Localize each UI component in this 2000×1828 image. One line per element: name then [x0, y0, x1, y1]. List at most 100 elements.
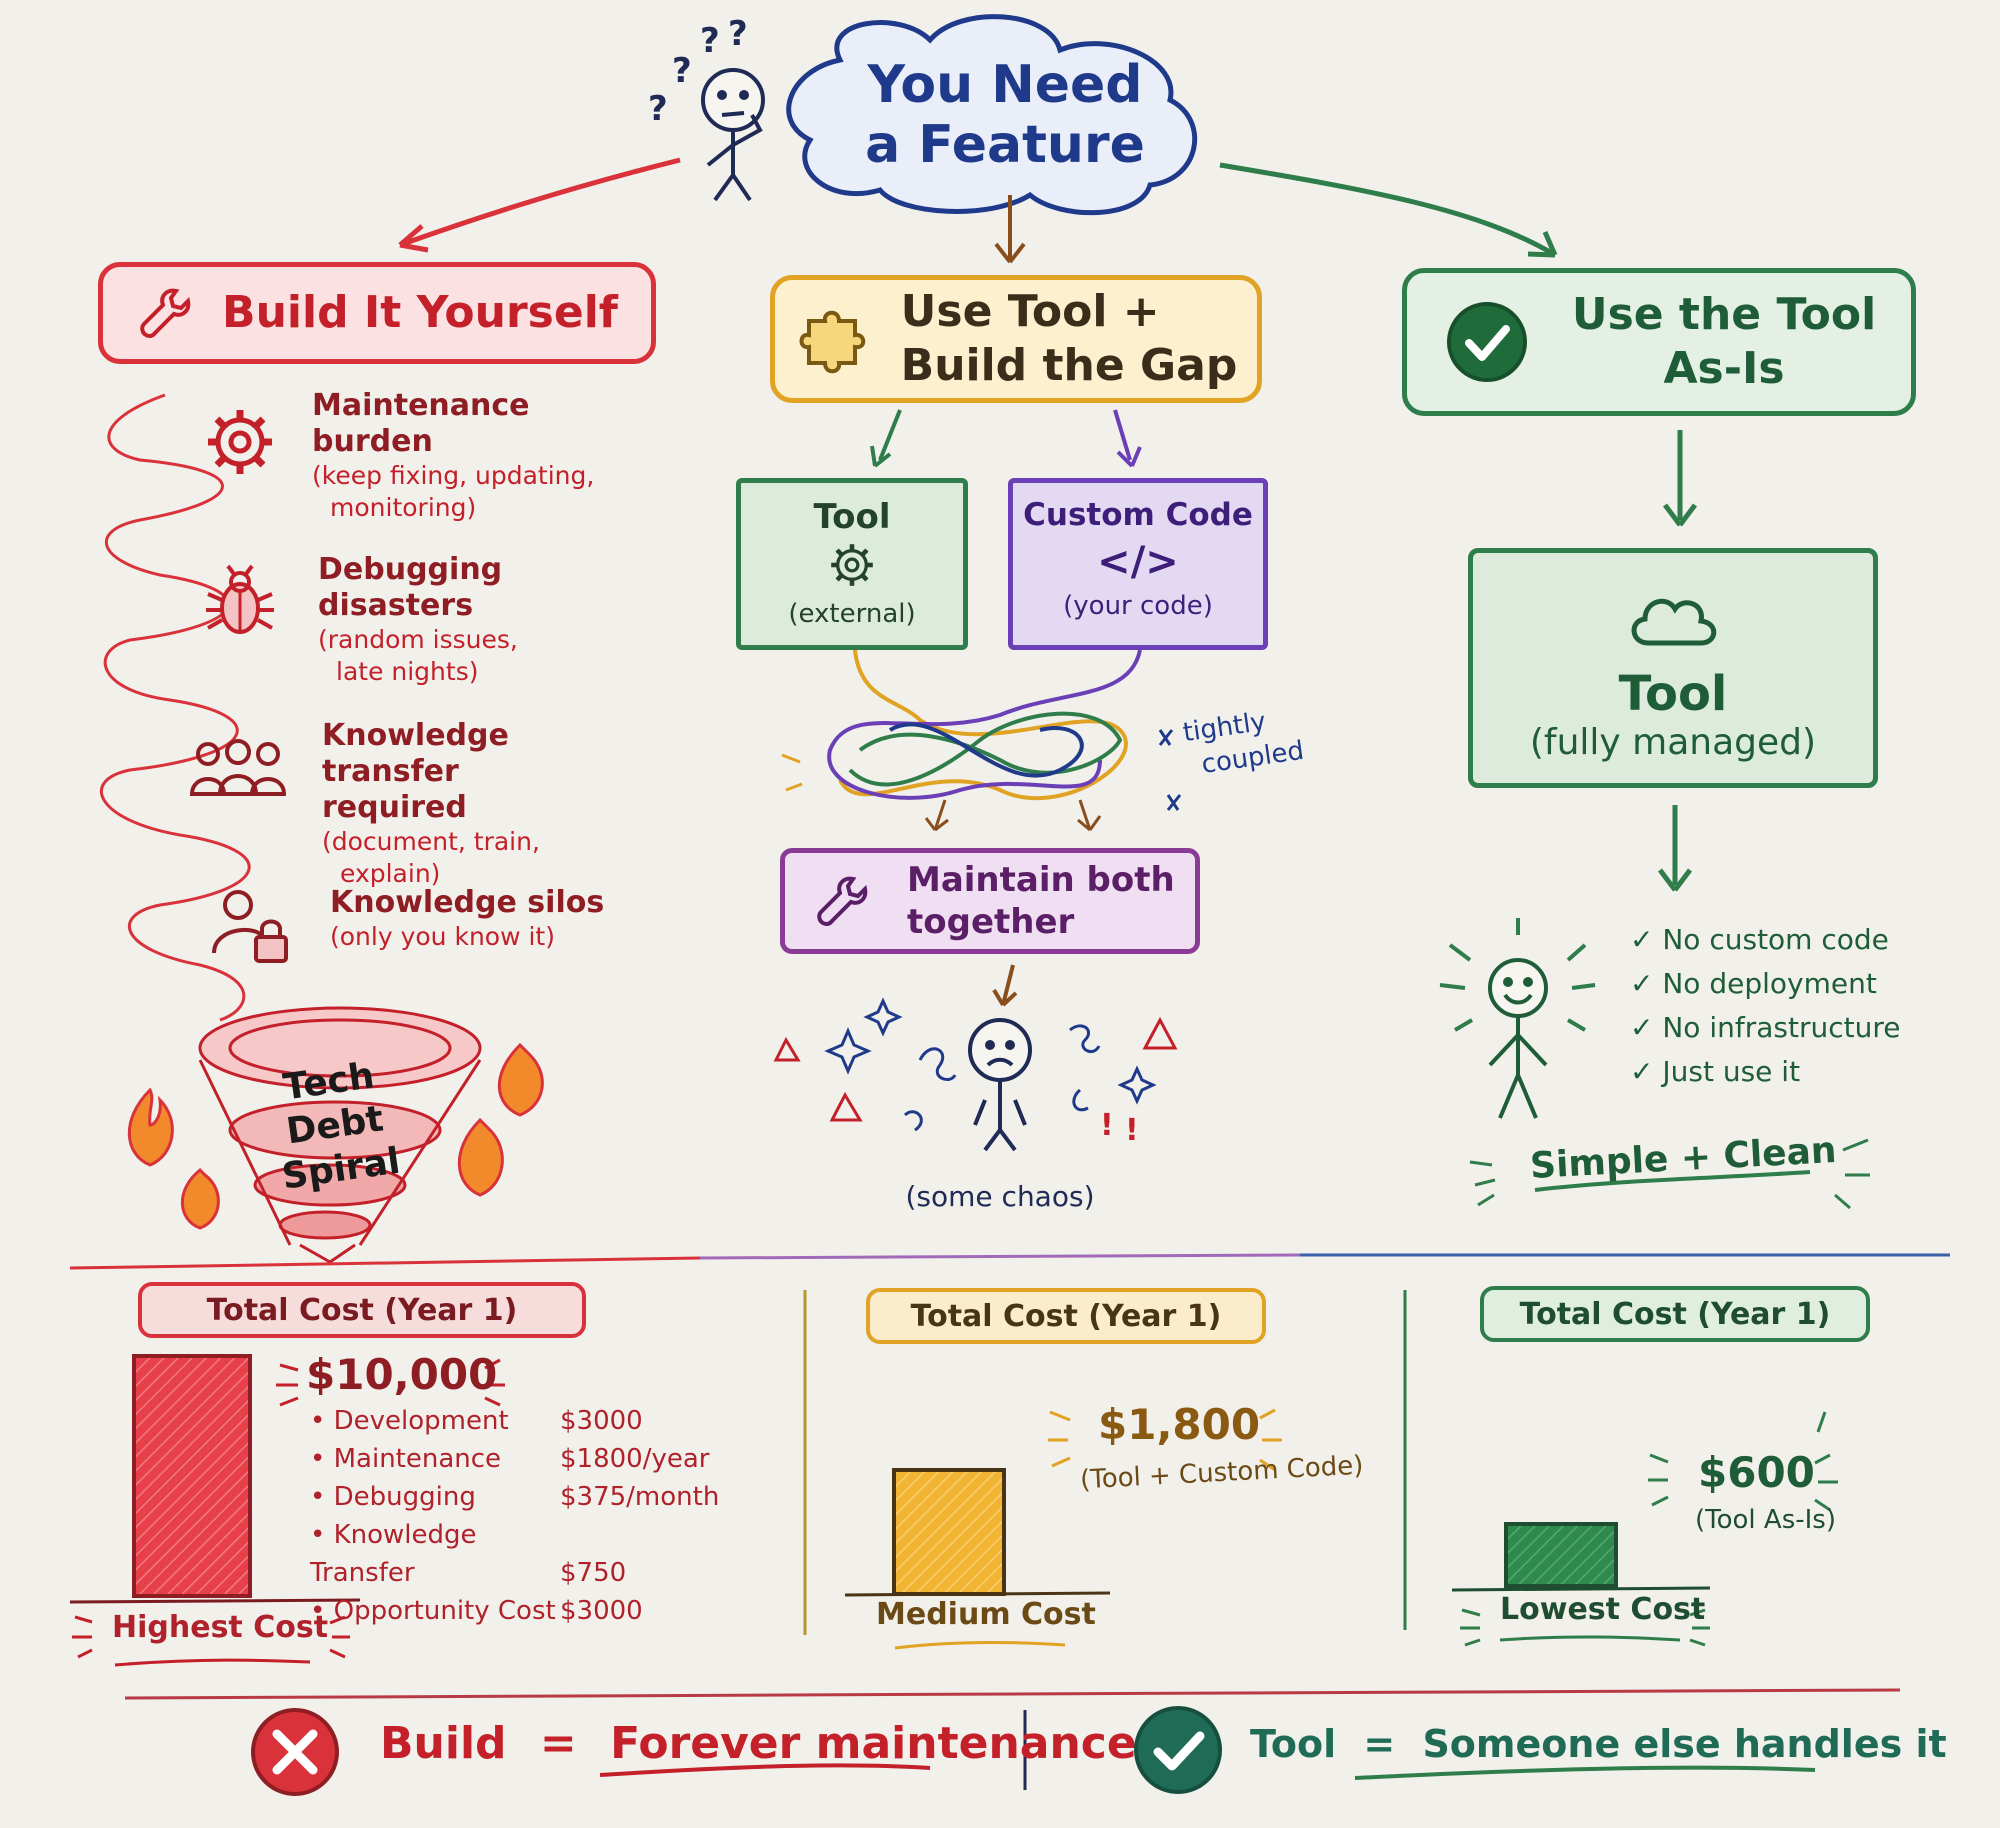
build-cost-total: $10,000 [306, 1350, 498, 1399]
item-subtitle: explain) [340, 859, 441, 888]
footer-build-word: Build [380, 1718, 507, 1769]
asis-cost-note: (Tool As-Is) [1695, 1505, 1836, 1535]
item-subtitle: late nights) [336, 657, 479, 686]
breakdown-label: Debugging [333, 1482, 476, 1512]
breakdown-row: • Knowledge Transfer$750 [310, 1520, 627, 1588]
build-cost-header: Total Cost (Year 1) [138, 1282, 586, 1338]
svg-text:?: ? [700, 21, 720, 61]
medium-cost-label: Medium Cost [876, 1597, 1096, 1632]
code-icon: </> [1097, 539, 1179, 585]
chaos-doodles [824, 997, 1157, 1132]
happy-person-icon [1488, 958, 1548, 1119]
title-line-2: As-Is [1663, 343, 1785, 394]
title-line-2: a Feature [865, 115, 1145, 175]
hybrid-cost-header: Total Cost (Year 1) [866, 1288, 1266, 1344]
footer-tool-rest: Someone else handles it [1422, 1722, 1947, 1766]
thinking-person-icon [701, 68, 765, 202]
use-tool-as-is-title: Use the Tool As-Is [1572, 288, 1876, 396]
user-lock-icon [212, 890, 288, 963]
breakdown-label: Maintenance [333, 1444, 502, 1474]
build-cost-bar [132, 1354, 252, 1598]
hybrid-cost-bar [892, 1468, 1006, 1596]
title-line-2: Build the Gap [900, 340, 1238, 391]
tool-managed-title: Tool [1618, 666, 1728, 722]
tangled-wires [827, 649, 1142, 801]
benefit-item: ✓ No custom code [1630, 923, 1889, 956]
maintain-line-2: together [907, 902, 1075, 942]
exclamation-marks: ! ! [1100, 1108, 1139, 1148]
asis-cost-total: $600 [1698, 1448, 1815, 1497]
check-circle-icon [1134, 1706, 1222, 1794]
item-subtitle: monitoring) [330, 493, 477, 522]
build-item-knowledge-transfer: Knowledge transfer required (document, t… [188, 718, 648, 890]
tech-debt-spiral-label: Tech Debt Spiral [227, 1047, 443, 1206]
tornado-icon [198, 1006, 482, 1264]
use-tool-build-gap-title: Use Tool + Build the Gap [901, 285, 1238, 393]
item-subtitle: (document, train, [322, 827, 540, 856]
breakdown-label: Knowledge Transfer [310, 1520, 477, 1588]
stressed-person-icon [968, 1018, 1032, 1152]
asis-cost-header: Total Cost (Year 1) [1480, 1286, 1870, 1342]
breakdown-row: • Maintenance$1800/year [310, 1444, 710, 1474]
tool-managed-subtitle: (fully managed) [1529, 722, 1817, 763]
item-title: required [322, 790, 467, 825]
footer-tool-word: Tool [1250, 1722, 1337, 1766]
svg-text:?: ? [728, 14, 748, 54]
cloud-icon [1631, 598, 1717, 646]
custom-code-subtitle: (your code) [1063, 591, 1213, 621]
lowest-cost-label: Lowest Cost [1500, 1592, 1706, 1627]
svg-text:!: ! [1100, 1108, 1114, 1143]
build-yourself-title: Build It Yourself [222, 287, 618, 338]
build-item-debugging: Debugging disasters (random issues, late… [200, 552, 640, 688]
title-cloud [786, 14, 1198, 216]
breakdown-label: Opportunity Cost [333, 1596, 556, 1626]
use-tool-build-gap-box: Use Tool + Build the Gap [770, 275, 1262, 403]
footer-build-rest: Forever maintenance [610, 1718, 1137, 1769]
item-title: Knowledge transfer [322, 718, 509, 789]
breakdown-value: $375/month [560, 1482, 720, 1512]
question-marks: ? ? ? ? [648, 14, 748, 129]
check-circle-icon [1446, 302, 1527, 382]
maintain-both-title: Maintain both together [907, 859, 1175, 943]
bug-icon [206, 564, 274, 634]
breakdown-label: Development [333, 1406, 509, 1436]
benefit-item: ✓ No deployment [1630, 967, 1877, 1000]
custom-code-box: Custom Code </> (your code) [1008, 478, 1268, 650]
title-line-1: Use Tool + [900, 286, 1160, 337]
svg-text:?: ? [648, 89, 668, 129]
tool-title: Tool [813, 497, 891, 537]
custom-code-title: Custom Code [1023, 497, 1253, 533]
build-yourself-box: Build It Yourself [98, 262, 656, 364]
wrench-icon [140, 288, 191, 339]
arrow-to-build [399, 157, 681, 248]
footer-tool-statement: Tool = Someone else handles it [1250, 1722, 1947, 1766]
breakdown-value: $1800/year [560, 1444, 710, 1474]
breakdown-value: $3000 [560, 1596, 643, 1626]
tool-external-box: Tool (external) [736, 478, 968, 650]
page-title: You Need a Feature [840, 55, 1170, 175]
build-item-maintenance: Maintenance burden (keep fixing, updatin… [200, 388, 640, 524]
fire-icons [127, 1042, 544, 1230]
arrow-to-asis [1219, 162, 1557, 258]
item-subtitle: (only you know it) [330, 922, 555, 951]
breakdown-value: $3000 [560, 1406, 643, 1436]
item-title: Knowledge silos [330, 885, 605, 920]
hybrid-cost-total: $1,800 [1098, 1400, 1261, 1449]
svg-text:?: ? [672, 51, 692, 91]
build-cost-breakdown: • Development$3000 • Maintenance$1800/ye… [310, 1402, 760, 1630]
build-item-knowledge-silos: Knowledge silos (only you know it) [208, 885, 648, 963]
puzzle-piece-icon [799, 310, 865, 374]
title-line-1: You Need [867, 55, 1143, 115]
highest-cost-label: Highest Cost [112, 1610, 329, 1645]
footer-tool-eq: = [1363, 1722, 1396, 1766]
title-line-1: Use the Tool [1571, 289, 1877, 340]
breakdown-value: $750 [560, 1558, 627, 1588]
item-title: Maintenance [312, 388, 530, 423]
tool-subtitle: (external) [788, 599, 916, 629]
item-title: burden [312, 424, 433, 459]
red-spiral [100, 393, 251, 1022]
chaos-label: (some chaos) [905, 1180, 1095, 1213]
breakdown-row: • Opportunity Cost$3000 [310, 1596, 643, 1626]
warning-icons [773, 1016, 1178, 1122]
